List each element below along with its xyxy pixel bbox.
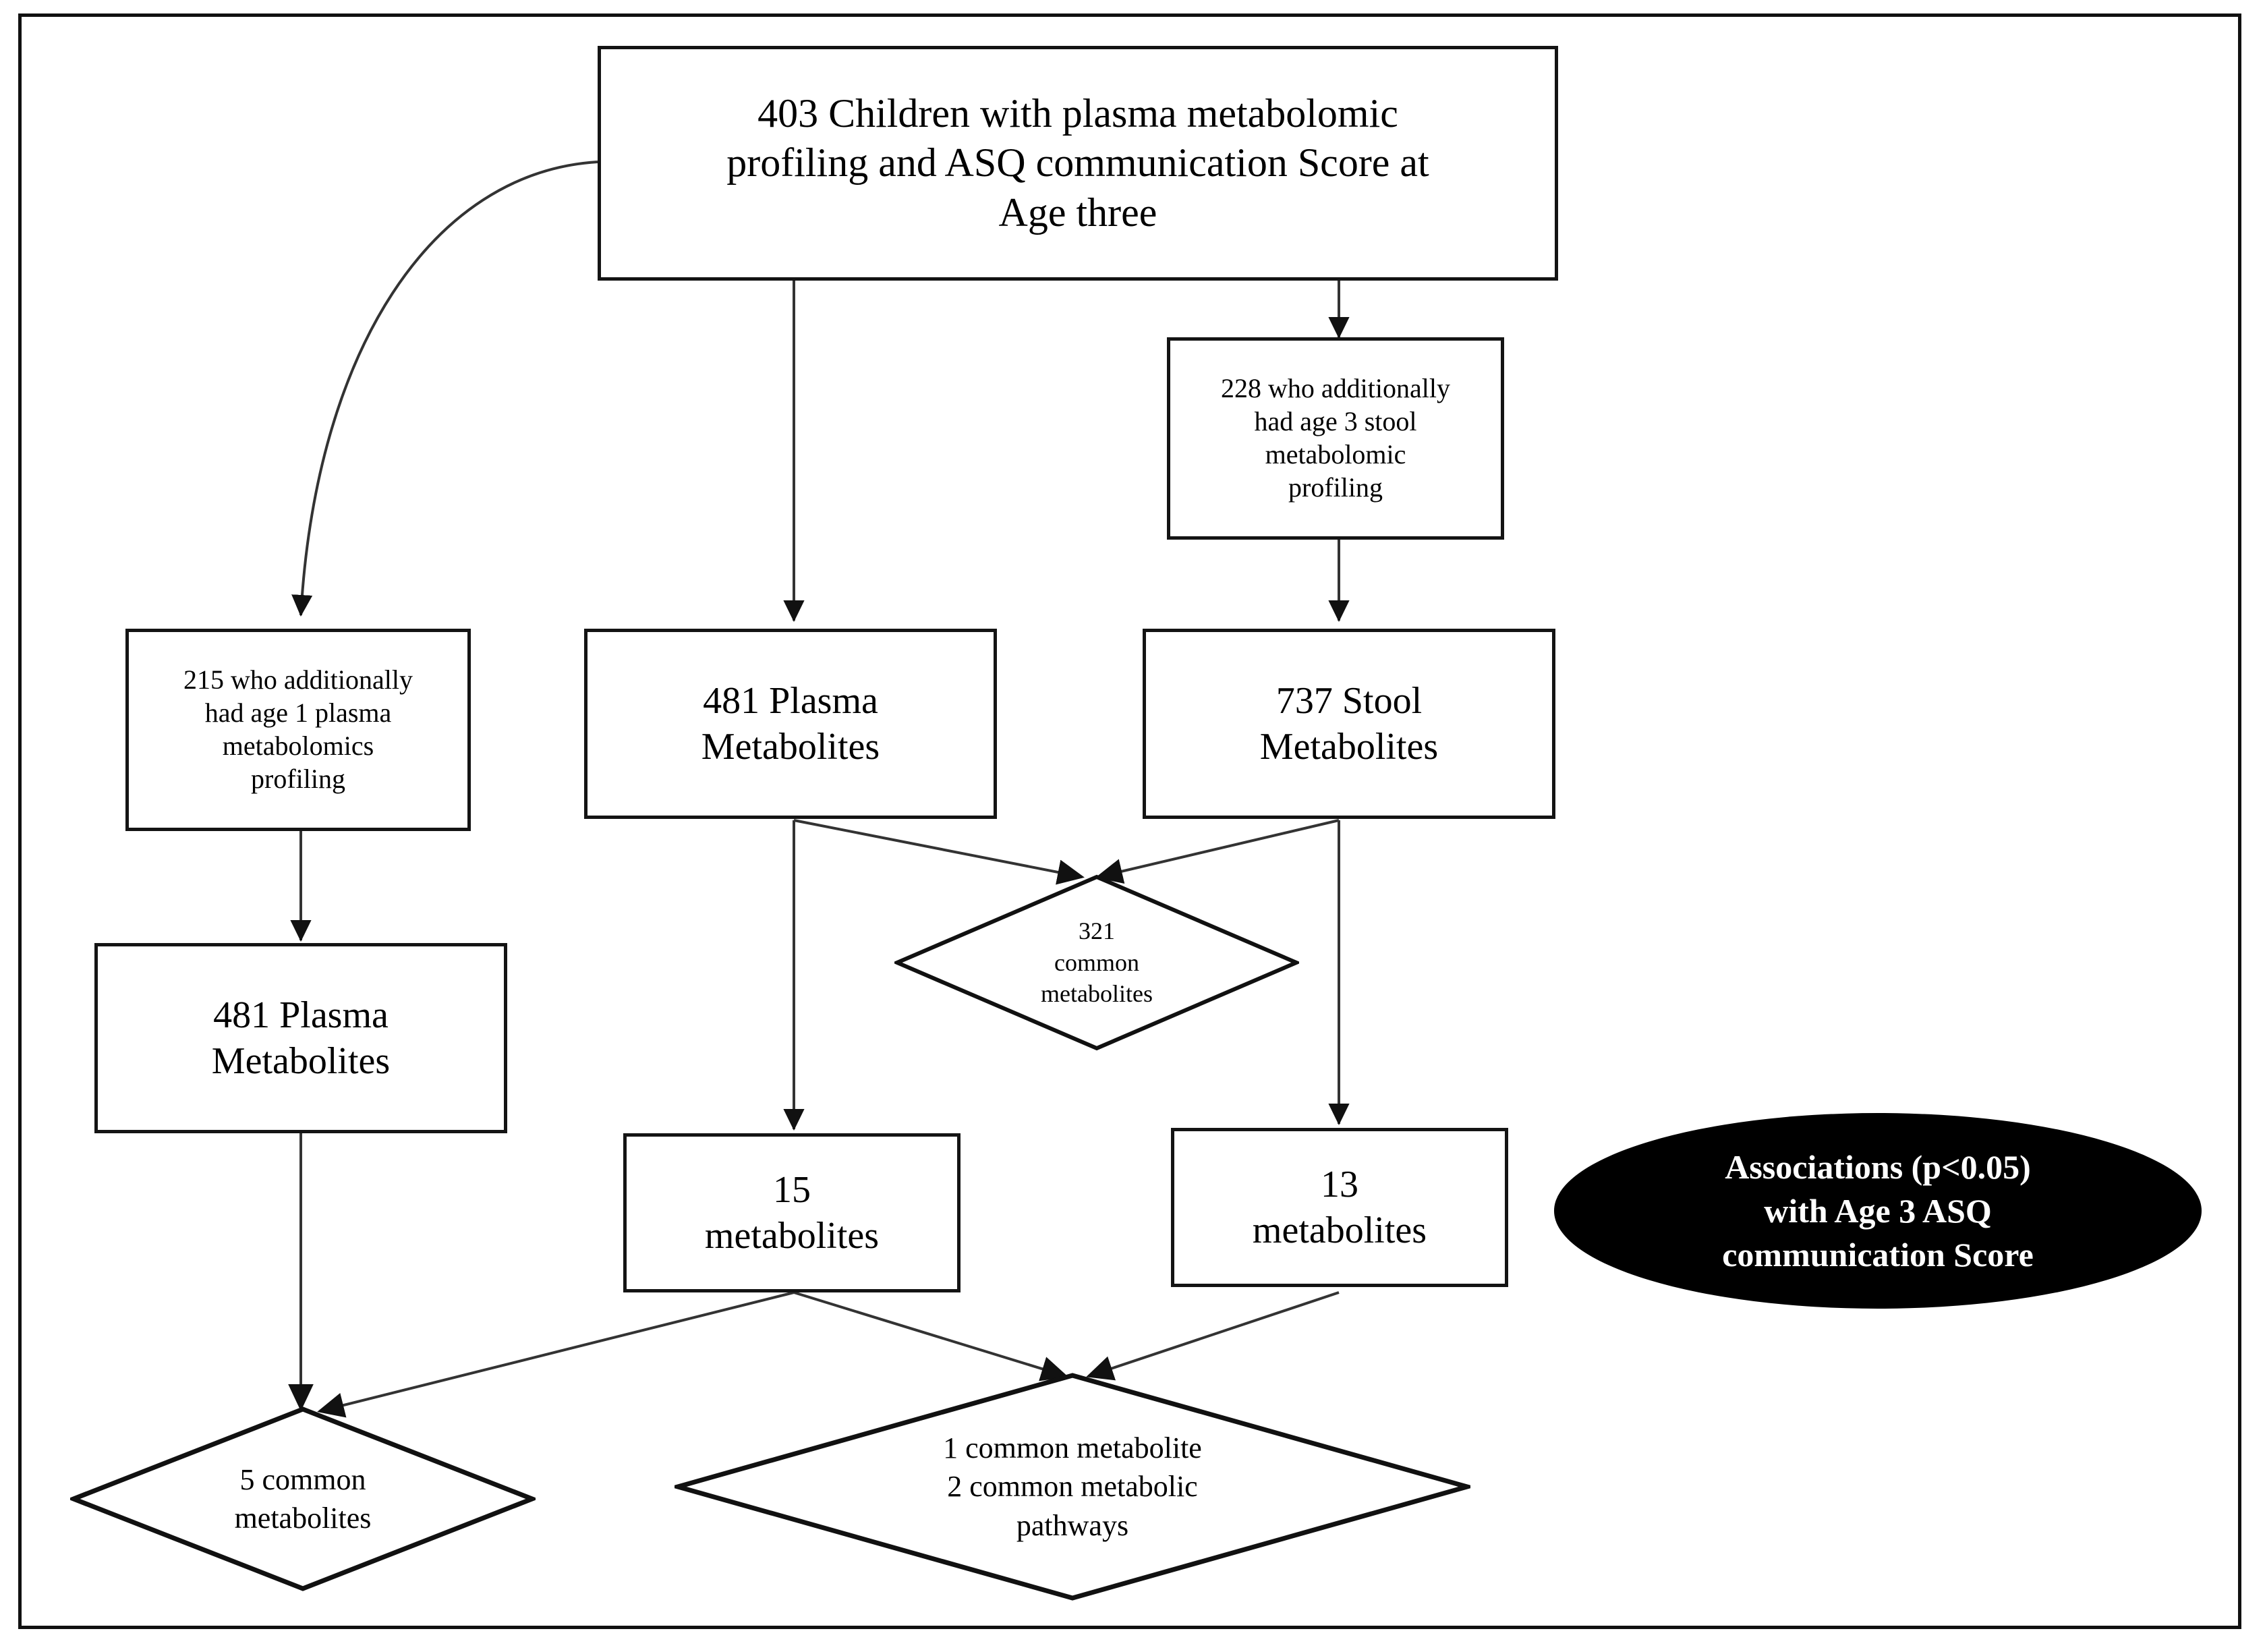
node-plasma-metabolites-box[interactable]: 481 Plasma Metabolites — [584, 629, 997, 819]
stool-sub-line-2: had age 3 stool — [1254, 406, 1417, 437]
ellipse-line-2: with Age 3 ASQ — [1764, 1191, 1992, 1230]
node-sig-plasma-15-box[interactable]: 15 metabolites — [623, 1133, 961, 1292]
cohort-line-2: profiling and ASQ communication Score at — [726, 140, 1429, 186]
node-plasma-age1-subcohort-text: 215 who additionally had age 1 plasma me… — [177, 664, 420, 795]
node-plasma-age1-subcohort-box[interactable]: 215 who additionally had age 1 plasma me… — [125, 629, 471, 831]
node-plasma-metabolites-age1-box[interactable]: 481 Plasma Metabolites — [94, 943, 507, 1133]
plasma-sub-line-4: profiling — [251, 763, 345, 794]
plasma-sub-line-2: had age 1 plasma — [204, 697, 392, 729]
cohort-line-1: 403 Children with plasma metabolomic — [757, 91, 1398, 136]
node-plasma-metabolites-age1-text: 481 Plasma Metabolites — [205, 992, 397, 1085]
m13-line-1: 13 — [1321, 1163, 1358, 1205]
plasma-sub-line-1: 215 who additionally — [183, 664, 413, 695]
stool737-line-2: Metabolites — [1259, 726, 1439, 768]
d321-line-1: 321 — [1079, 917, 1115, 944]
node-stool-subcohort-text: 228 who additionally had age 3 stool met… — [1214, 372, 1457, 504]
stool-sub-line-4: profiling — [1288, 472, 1383, 503]
node-associations-legend-text: Associations (p<0.05) with Age 3 ASQ com… — [1722, 1145, 2034, 1277]
node-stool-subcohort-box[interactable]: 228 who additionally had age 3 stool met… — [1167, 337, 1504, 540]
node-sig-stool-13-box[interactable]: 13 metabolites — [1171, 1128, 1508, 1287]
node-sig-plasma-15-text: 15 metabolites — [698, 1167, 886, 1259]
stool-sub-line-3: metabolomic — [1265, 439, 1406, 469]
node-common5-diamond[interactable]: 5 common metabolites — [70, 1406, 536, 1592]
plasma481-line-2: Metabolites — [701, 726, 880, 768]
node-common321-text: 321 common metabolites — [894, 874, 1299, 1051]
d5-line-1: 5 common — [239, 1462, 366, 1496]
node-stool-metabolites-text: 737 Stool Metabolites — [1253, 678, 1445, 770]
node-common1-diamond[interactable]: 1 common metabolite 2 common metabolic p… — [675, 1372, 1470, 1601]
plasma481b-line-1: 481 Plasma — [213, 994, 389, 1036]
common5-diamond-shape — [70, 1406, 536, 1591]
node-associations-legend-ellipse[interactable]: Associations (p<0.05) with Age 3 ASQ com… — [1554, 1113, 2202, 1309]
node-sig-stool-13-text: 13 metabolites — [1246, 1162, 1433, 1254]
plasma481-line-1: 481 Plasma — [703, 679, 878, 722]
node-stool-metabolites-box[interactable]: 737 Stool Metabolites — [1143, 629, 1555, 819]
d5-line-2: metabolites — [234, 1502, 372, 1535]
d321-line-3: metabolites — [1041, 980, 1153, 1008]
d1-line-1: 1 common metabolite — [943, 1431, 1202, 1465]
d321-line-2: common — [1054, 948, 1139, 976]
m15-line-1: 15 — [773, 1168, 811, 1211]
m15-line-2: metabolites — [704, 1215, 880, 1257]
node-plasma-metabolites-text: 481 Plasma Metabolites — [695, 678, 886, 770]
common321-diamond-shape — [894, 874, 1299, 1051]
ellipse-line-1: Associations (p<0.05) — [1725, 1147, 2031, 1186]
stool-sub-line-1: 228 who additionally — [1221, 373, 1450, 404]
d1-line-3: pathways — [1016, 1508, 1129, 1542]
plasma481b-line-2: Metabolites — [211, 1040, 391, 1082]
node-common5-text: 5 common metabolites — [70, 1406, 536, 1592]
node-cohort-text: 403 Children with plasma metabolomic pro… — [720, 89, 1435, 237]
ellipse-line-3: communication Score — [1722, 1235, 2034, 1274]
m13-line-2: metabolites — [1252, 1209, 1427, 1251]
node-common321-diamond[interactable]: 321 common metabolites — [894, 874, 1299, 1051]
cohort-line-3: Age three — [998, 190, 1157, 235]
node-common1-text: 1 common metabolite 2 common metabolic p… — [675, 1372, 1470, 1601]
stool737-line-1: 737 Stool — [1275, 679, 1423, 722]
common1-diamond-shape — [675, 1373, 1470, 1601]
plasma-sub-line-3: metabolomics — [222, 731, 374, 761]
node-cohort-box[interactable]: 403 Children with plasma metabolomic pro… — [598, 46, 1558, 281]
d1-line-2: 2 common metabolic — [947, 1470, 1198, 1504]
